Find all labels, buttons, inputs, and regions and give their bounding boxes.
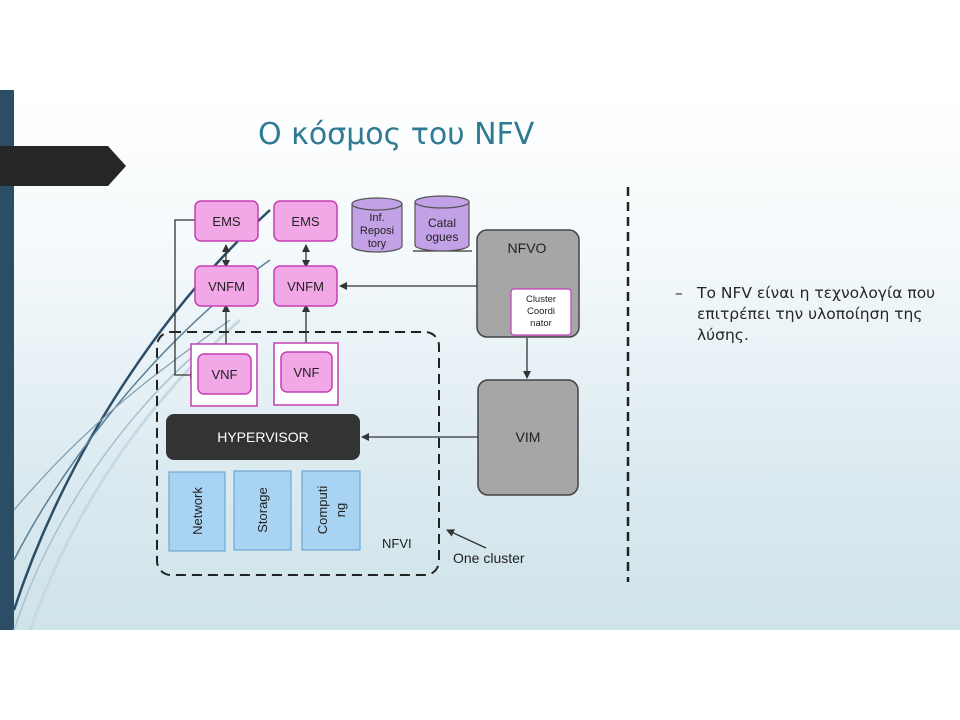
- one-cluster-pointer: [446, 529, 487, 549]
- computing-label-2: ng: [333, 503, 348, 517]
- nfvo-box: NFVO Cluster Coordi nator: [476, 229, 580, 338]
- ems-box-2: EMS: [273, 200, 338, 242]
- cluster-coordinator-label-2: Coordi: [527, 306, 555, 317]
- one-cluster-label: One cluster: [453, 550, 525, 566]
- nfv-architecture-diagram: EMS EMS Inf. Reposi tory Catal ogues NFV…: [156, 187, 630, 582]
- catalogues-label-1: Catal: [428, 216, 456, 230]
- hypervisor-box: HYPERVISOR: [166, 414, 360, 460]
- network-label: Network: [190, 487, 205, 535]
- vnf-label-2: VNF: [294, 365, 320, 380]
- ems-box-1: EMS: [194, 200, 259, 242]
- cluster-coordinator-box: [510, 288, 572, 336]
- network-box: Network: [168, 471, 226, 552]
- nfvi-label: NFVI: [382, 536, 412, 551]
- cluster-coordinator-label-3: nator: [530, 318, 552, 329]
- repository-label-3: tory: [368, 238, 387, 250]
- vnfm-label-1: VNFM: [208, 279, 245, 294]
- vim-label: VIM: [516, 429, 541, 445]
- repository-label-1: Inf.: [369, 212, 384, 224]
- repository-cylinder: Inf. Reposi tory: [351, 197, 403, 253]
- computing-label-1: Computi: [315, 486, 330, 535]
- ems-label-1: EMS: [212, 214, 241, 229]
- bullet-dash: –: [675, 284, 683, 302]
- slide-title: Ο κόσμος του NFV: [258, 117, 535, 152]
- catalogues-cylinder: Catal ogues: [414, 195, 470, 252]
- storage-label: Storage: [255, 487, 270, 533]
- nfvi-region: [156, 331, 440, 576]
- slide-background: Ο κόσμος του NFV EMS: [0, 90, 960, 630]
- hypervisor-label: HYPERVISOR: [217, 429, 309, 445]
- arrow-tab-decoration: [0, 146, 126, 186]
- vnfm-label-2: VNFM: [287, 279, 324, 294]
- vnfm-box-2: VNFM: [273, 265, 338, 307]
- vnf-container-2: VNF: [273, 342, 339, 406]
- left-accent-bar: [0, 90, 14, 630]
- vnf-label-1: VNF: [212, 367, 238, 382]
- ems1-vnf1-link: [174, 219, 198, 379]
- nfvo-label: NFVO: [508, 240, 547, 256]
- vim-box: VIM: [477, 379, 579, 496]
- storage-box: Storage: [233, 470, 292, 551]
- repository-label-2: Reposi: [360, 225, 394, 237]
- ems-label-2: EMS: [291, 214, 320, 229]
- computing-box: Computi ng: [301, 470, 361, 551]
- vnf-container-1: VNF: [190, 343, 258, 407]
- bullet-text: Το NFV είναι η τεχνολογία που επιτρέπει …: [697, 284, 936, 344]
- cluster-coordinator-label-1: Cluster: [526, 294, 556, 305]
- vnfm-box-1: VNFM: [194, 265, 259, 307]
- catalogues-label-2: ogues: [426, 230, 459, 244]
